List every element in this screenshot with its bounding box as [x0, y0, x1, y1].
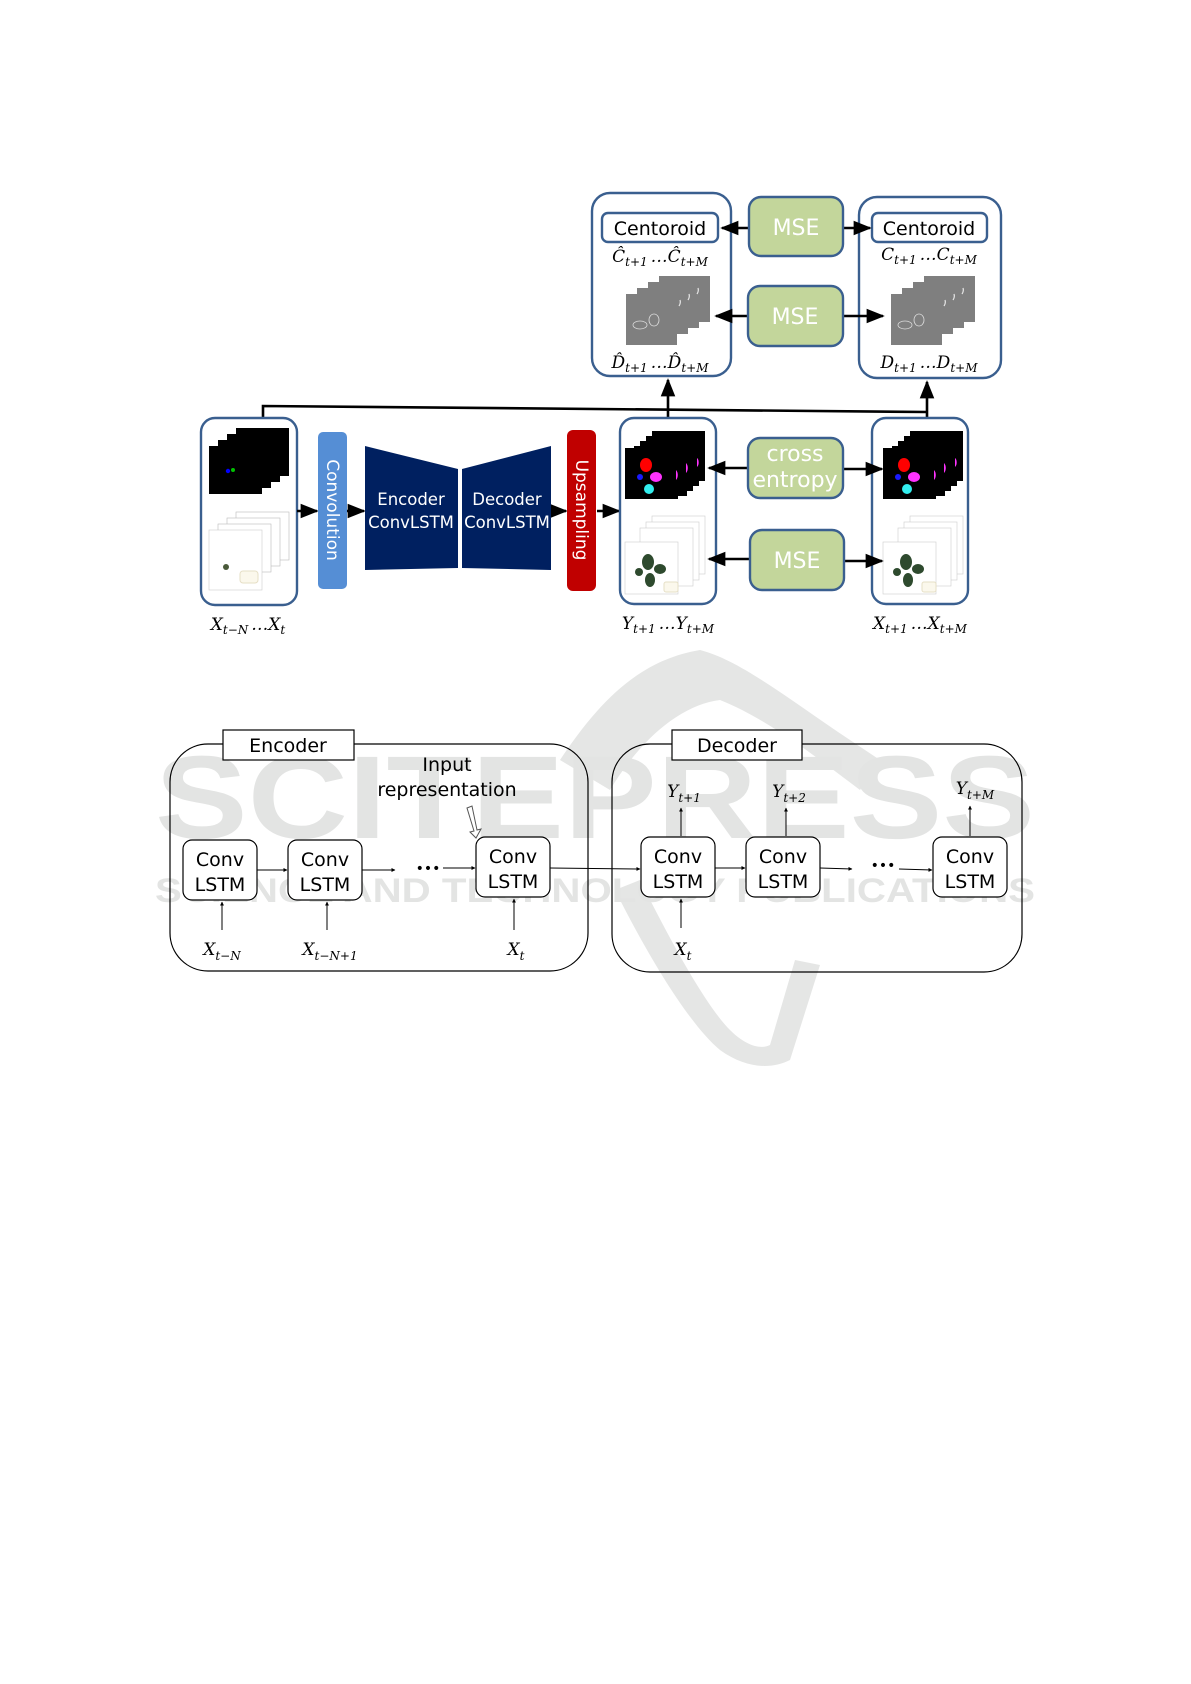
cross-entropy-loss-block	[746, 436, 845, 500]
decoder-output-label-3: Yt+M	[956, 779, 995, 802]
encoder-title: Encoder	[249, 735, 327, 757]
decoder-cell-2: Conv LSTM	[745, 836, 821, 898]
svg-text:Conv: Conv	[196, 849, 244, 871]
svg-text:LSTM: LSTM	[758, 871, 809, 893]
decoder-input-label: Xt	[673, 940, 692, 963]
prediction-segmentation-stack	[625, 431, 705, 499]
encoder-input-label-2: Xt−N+1	[300, 940, 357, 963]
encoder-convlstm-block	[365, 446, 458, 570]
input-mask-stack	[209, 428, 289, 494]
true-centroid-title: Centoroid	[883, 218, 975, 240]
decoder-cell-3: Conv LSTM	[932, 836, 1008, 898]
prediction-frames-panel	[618, 416, 718, 606]
arrow-dec2-ellipsis	[819, 866, 853, 871]
target-segmentation-stack	[883, 431, 963, 499]
svg-text:Conv: Conv	[654, 846, 702, 868]
predicted-centroid-sequence: Ĉt+1…Ĉt+M	[612, 246, 708, 269]
true-centroid-label-box	[870, 211, 989, 244]
encoder-input-label-3: Xt	[506, 940, 525, 963]
svg-text:LSTM: LSTM	[488, 871, 539, 893]
target-image-stack	[882, 515, 964, 595]
arrow-encoder-to-decoder	[549, 866, 641, 871]
svg-text:LSTM: LSTM	[945, 871, 996, 893]
true-distance-sequence: Dt+1…Dt+M	[880, 353, 979, 375]
bottom-diagram: Encoder Input representation Conv LSTM C…	[169, 729, 1023, 973]
input-representation-arrow-icon	[466, 805, 482, 839]
encoder-ellipsis: •••	[416, 861, 441, 877]
encoder-label-line2: ConvLSTM	[368, 513, 454, 532]
convolution-block	[318, 432, 347, 589]
decoder-container	[611, 743, 1023, 973]
predicted-centroid-panel: Centoroid Ĉt+1…Ĉt+M D̂t+1…D̂t+M	[590, 191, 733, 378]
distance-mse-label: MSE	[772, 305, 819, 330]
decoder-output-label-2: Yt+2	[772, 782, 806, 805]
encoder-cell-3: Conv LSTM	[475, 836, 551, 898]
decoder-label-line2: ConvLSTM	[464, 513, 550, 532]
prediction-image-stack	[624, 515, 706, 595]
predicted-distance-map-stack	[626, 276, 710, 345]
svg-text:LSTM: LSTM	[300, 874, 351, 896]
arrow-ellipsis-dec3	[898, 867, 933, 872]
watermark: SCITEPRESS SCIENCE AND TECHNOLOGY PUBLIC…	[155, 650, 1035, 1066]
encoder-input-label-1: Xt−N	[201, 940, 241, 963]
convolution-label: Convolution	[322, 459, 342, 561]
svg-text:Conv: Conv	[489, 846, 537, 868]
decoder-label-line1: Decoder	[472, 490, 542, 509]
input-image-stack	[208, 511, 290, 591]
decoder-cell-1: Conv LSTM	[640, 836, 716, 898]
top-diagram: Xt−N…Xt Convolution Encoder ConvLSTM Dec…	[199, 191, 1003, 637]
svg-text:Conv: Conv	[946, 846, 994, 868]
decoder-output-label-1: Yt+1	[667, 782, 701, 805]
encoder-container	[169, 743, 589, 972]
input-frames-panel	[199, 416, 299, 607]
decoder-ellipsis: •••	[871, 858, 896, 874]
svg-text:Conv: Conv	[759, 846, 807, 868]
prediction-sequence-label: Yt+1…Yt+M	[622, 614, 715, 636]
true-centroid-sequence: Ct+1…Ct+M	[881, 245, 977, 267]
image-mse-loss-block	[748, 528, 846, 592]
input-sequence-label: Xt−N…Xt	[209, 615, 286, 637]
encoder-label-line1: Encoder	[377, 490, 445, 509]
cross-entropy-label-line1: cross	[766, 442, 823, 467]
input-representation-line2: representation	[377, 779, 516, 801]
predicted-centroid-label-box	[600, 211, 720, 244]
decoder-title: Decoder	[697, 735, 777, 757]
watermark-subtext: SCIENCE AND TECHNOLOGY PUBLICATIONS	[155, 872, 1035, 910]
upsampling-block	[567, 430, 596, 591]
centroid-mse-label: MSE	[773, 216, 820, 241]
input-representation-line1: Input	[422, 754, 471, 776]
target-sequence-label: Xt+1…Xt+M	[871, 614, 968, 636]
encoder-title-box	[222, 729, 355, 761]
true-distance-map-stack	[891, 276, 975, 345]
predicted-centroid-title: Centoroid	[614, 218, 706, 240]
watermark-logo-shape	[560, 650, 880, 1066]
svg-text:LSTM: LSTM	[195, 874, 246, 896]
image-mse-label: MSE	[774, 549, 821, 574]
target-frames-panel	[870, 416, 970, 606]
skip-connector-line	[261, 404, 928, 420]
svg-text:LSTM: LSTM	[653, 871, 704, 893]
distance-mse-loss-block	[746, 284, 845, 348]
svg-text:Conv: Conv	[301, 849, 349, 871]
decoder-convlstm-block	[462, 446, 551, 570]
cross-entropy-label-line2: entropy	[752, 468, 837, 493]
true-centroid-panel: Centoroid Ct+1…Ct+M Dt+1…Dt+M	[857, 195, 1003, 380]
encoder-cell-2: Conv LSTM	[287, 839, 363, 901]
upsampling-label: Upsampling	[571, 460, 591, 561]
encoder-cell-1: Conv LSTM	[182, 839, 258, 901]
predicted-distance-sequence: D̂t+1…D̂t+M	[611, 353, 710, 375]
decoder-title-box	[671, 729, 803, 761]
centroid-mse-loss-block	[747, 195, 845, 258]
